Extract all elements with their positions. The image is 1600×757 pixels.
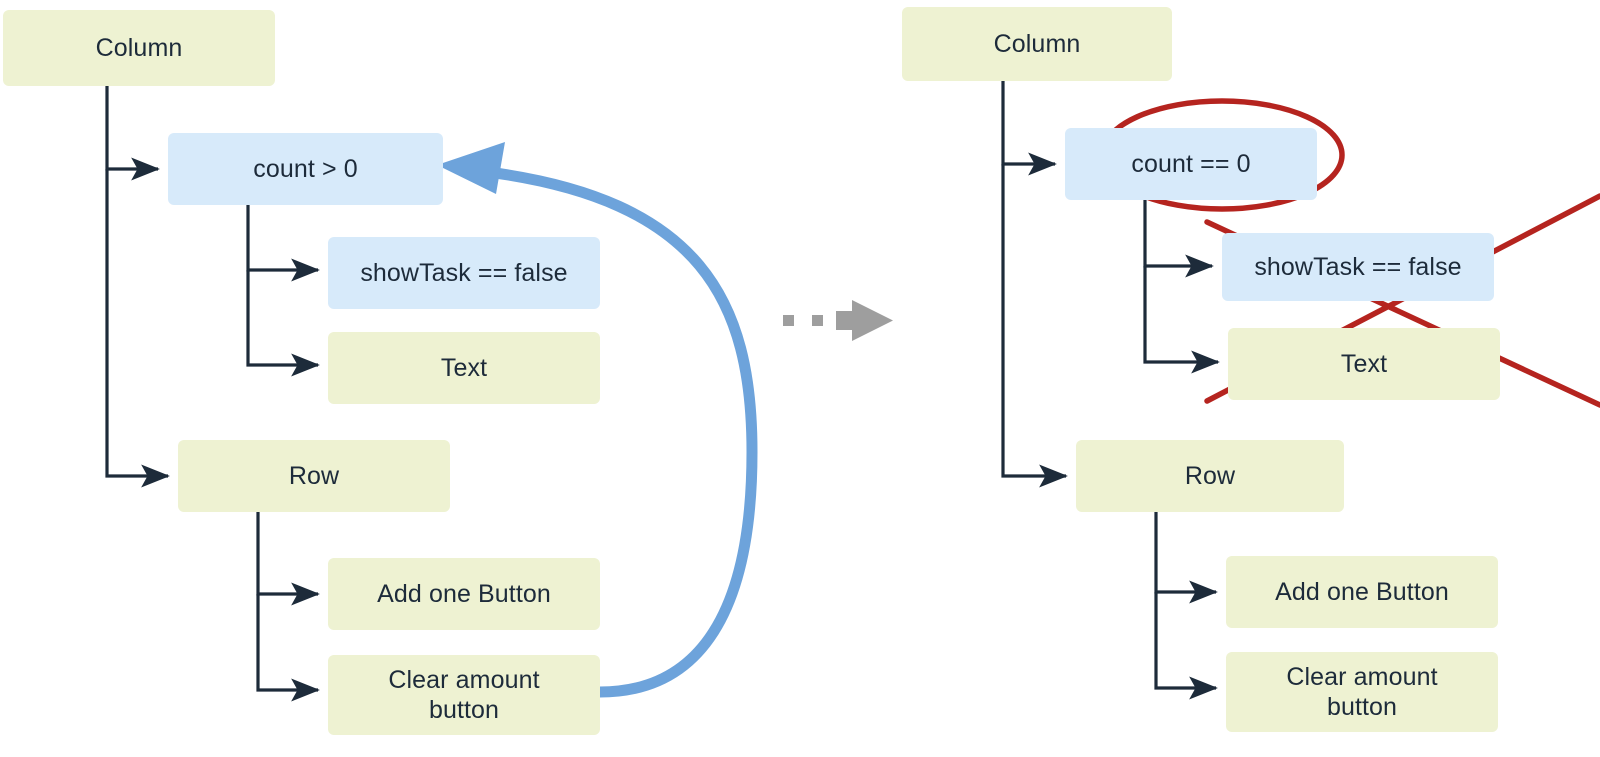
edge-row-to-addone [1154,512,1218,604]
node-row-left[interactable]: Row [178,440,450,512]
edge-count-to-showtask [246,205,320,282]
node-count-right[interactable]: count == 0 [1065,128,1317,200]
node-text-left[interactable]: Text [328,332,600,404]
node-column-left[interactable]: Column [3,10,275,86]
node-clearamount-left[interactable]: Clear amount button [328,655,600,735]
edge-count-to-text [1143,266,1220,374]
edge-column-to-row [105,169,170,488]
transition-arrow [783,300,893,341]
node-addone-right[interactable]: Add one Button [1226,556,1498,628]
edge-row-to-addone [256,512,320,606]
edge-count-to-text [246,270,320,377]
node-addone-left[interactable]: Add one Button [328,558,600,630]
node-column-right[interactable]: Column [902,7,1172,81]
node-clearamount-right[interactable]: Clear amount button [1226,652,1498,732]
edge-row-to-clearamount [256,594,320,702]
edge-column-to-count [1001,81,1057,176]
node-text-right[interactable]: Text [1228,328,1500,400]
node-count-left[interactable]: count > 0 [168,133,443,205]
edge-column-to-count [105,86,160,181]
edge-count-to-showtask [1143,200,1214,278]
node-showtask-left[interactable]: showTask == false [328,237,600,309]
node-row-right[interactable]: Row [1076,440,1344,512]
transition-dot [783,315,794,326]
edge-row-to-clearamount [1154,592,1218,700]
node-showtask-right[interactable]: showTask == false [1222,233,1494,301]
edge-column-to-row [1001,164,1068,488]
transition-dot [812,315,823,326]
transition-triangle-icon [836,300,893,341]
